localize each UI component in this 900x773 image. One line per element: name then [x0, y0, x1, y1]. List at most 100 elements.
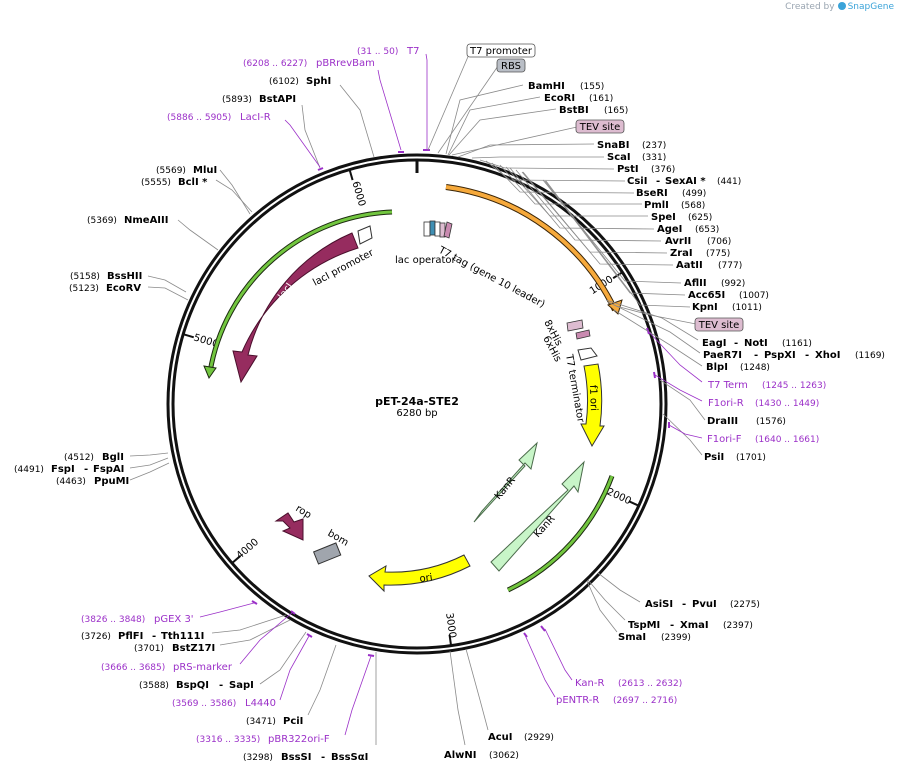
- enzyme-label: BstBI: [559, 105, 589, 116]
- enzyme-label: AflII: [684, 278, 707, 289]
- enzyme-sep: -: [656, 176, 660, 187]
- tev-site-box-2-label: TEV site: [698, 320, 740, 331]
- enzyme-pos: (3471): [246, 717, 276, 727]
- kanR-label-1: KanR: [493, 475, 518, 502]
- enzyme-label: BssSI: [281, 752, 311, 763]
- backbone-outer-ring: [166, 153, 668, 655]
- enzyme-pos: (3298): [243, 753, 273, 763]
- ori-label: ori: [419, 572, 433, 585]
- primer-label: L4440: [245, 698, 276, 709]
- tick-label: 3000: [443, 612, 457, 639]
- enzyme-pos: (5369): [87, 216, 117, 226]
- enzyme-label: Tth111I: [161, 631, 204, 642]
- enzyme-pos: (1169): [855, 351, 885, 361]
- tick-mark: [448, 634, 453, 646]
- enzyme-label: BamHI: [528, 81, 565, 92]
- enzyme-label: SapI: [229, 680, 254, 691]
- primer-range: (3569 .. 3586): [172, 699, 236, 709]
- primer-range: (1430 .. 1449): [755, 399, 819, 409]
- f1-ori-label: f1 ori: [587, 385, 599, 411]
- enzyme-label: BspQI: [176, 680, 209, 691]
- enzyme-label: Acc65I: [688, 290, 725, 301]
- enzyme-label: PflFI: [118, 631, 143, 642]
- enzyme-sep: -: [670, 620, 674, 631]
- enzyme-label: CsiI: [627, 176, 647, 187]
- enzyme-label: MluI: [193, 165, 217, 176]
- enzyme-label: PciI: [283, 716, 303, 727]
- enzyme-pos: (3701): [134, 644, 164, 654]
- snapgene-name: SnapGene: [847, 2, 894, 12]
- enzyme-sep: -: [321, 752, 325, 763]
- enzyme-label: BstAPI: [259, 94, 296, 105]
- tev-site-box-2: [694, 317, 744, 332]
- primer-labels: (31 .. 50) T7 (6208 .. 6227) pBRrevBam (…: [81, 46, 826, 745]
- primer-label: T7 Term: [707, 380, 748, 391]
- enzyme-pos: (3726): [81, 632, 111, 642]
- enzyme-label: AcuI: [488, 732, 513, 743]
- enzyme-sep: -: [152, 631, 156, 642]
- enzyme-label: NmeAIII: [124, 215, 168, 226]
- enzyme-pos: (4463): [56, 477, 86, 487]
- enzyme-pos: (5893): [222, 95, 252, 105]
- enzyme-pos: (2399): [661, 633, 691, 643]
- enzyme-pos: (3588): [139, 681, 169, 691]
- enzyme-label: BssSαI: [331, 752, 368, 763]
- enzyme-pos: (2275): [730, 600, 760, 610]
- t7-promoter-box-label: T7 promoter: [469, 46, 533, 57]
- lacI-promoter-arrow-icon: [203, 365, 217, 380]
- enzyme-label: TspMI: [628, 620, 660, 631]
- primer-range: (3826 .. 3848): [81, 615, 145, 625]
- enzyme-label: PmlI: [644, 200, 669, 211]
- ori-feature: [368, 554, 471, 593]
- enzyme-label: SphI: [306, 76, 331, 87]
- lac-operator-cluster: [423, 220, 453, 239]
- t7-terminator-label: T7 terminator: [563, 353, 586, 425]
- primer-label: pENTR-R: [556, 695, 599, 706]
- enzyme-label: EagI: [702, 338, 726, 349]
- enzyme-pos: (155): [580, 82, 604, 92]
- enzyme-pos: (6102): [269, 77, 299, 87]
- t7-promoter-box: [466, 43, 536, 58]
- primer-label: pBR322ori-F: [268, 734, 330, 745]
- enzyme-label: BstZ17I: [172, 643, 215, 654]
- enzyme-labels-left: (3298) BssSI - BssSαI (3471) PciI (3588)…: [14, 76, 368, 763]
- enzyme-label: BseRI: [636, 188, 668, 199]
- enzyme-pos: (4512): [64, 453, 94, 463]
- enzyme-pos: (1576): [756, 417, 786, 427]
- kanR-feature-2: [490, 460, 585, 572]
- enzyme-pos: (5555): [141, 178, 171, 188]
- t7-terminator-arrow: [577, 347, 598, 361]
- enzyme-label: BglI: [102, 452, 124, 463]
- enzyme-pos: (237): [642, 141, 666, 151]
- enzyme-label: EcoRV: [106, 283, 141, 294]
- enzyme-label: SpeI: [651, 212, 676, 223]
- tick-label: 4000: [235, 537, 261, 562]
- enzyme-label: PpuMI: [94, 476, 129, 487]
- enzyme-label: BssHII: [107, 271, 142, 282]
- f1-ori-feature: [580, 363, 605, 448]
- enzyme-pos: (1248): [740, 363, 770, 373]
- enzyme-pos: (376): [651, 165, 675, 175]
- tick-mark: [628, 500, 640, 507]
- primer-label: LacI-R: [240, 112, 271, 123]
- primer-label: T7: [406, 46, 419, 57]
- map-title: pET-24a-STE2: [375, 395, 459, 408]
- enzyme-pos: (3062): [489, 751, 519, 761]
- enzyme-label: AatII: [676, 260, 703, 271]
- enzyme-pos: (165): [604, 106, 628, 116]
- primer-range: (1245 .. 1263): [762, 381, 826, 391]
- rop-feature: [274, 512, 304, 541]
- tick-mark: [348, 169, 354, 181]
- enzyme-sep: -: [219, 680, 223, 691]
- enzyme-label: PaeR7I: [703, 350, 742, 361]
- enzyme-label: NotI: [744, 338, 768, 349]
- kanR-feature-1: [473, 441, 538, 523]
- primer-range: (1640 .. 1661): [755, 435, 819, 445]
- primer-marks: [251, 149, 670, 657]
- enzyme-label: PvuI: [692, 599, 717, 610]
- enzyme-pos: (1011): [732, 303, 762, 313]
- enzyme-callouts: [129, 84, 706, 746]
- enzyme-pos: (1007): [739, 291, 769, 301]
- enzyme-label: AsiSI: [645, 599, 673, 610]
